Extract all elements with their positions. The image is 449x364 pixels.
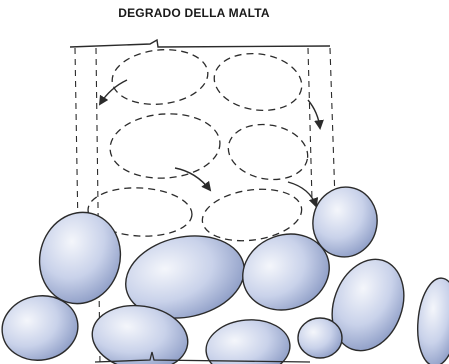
top-wall-line: [70, 40, 330, 47]
solid-stones: [0, 182, 449, 364]
